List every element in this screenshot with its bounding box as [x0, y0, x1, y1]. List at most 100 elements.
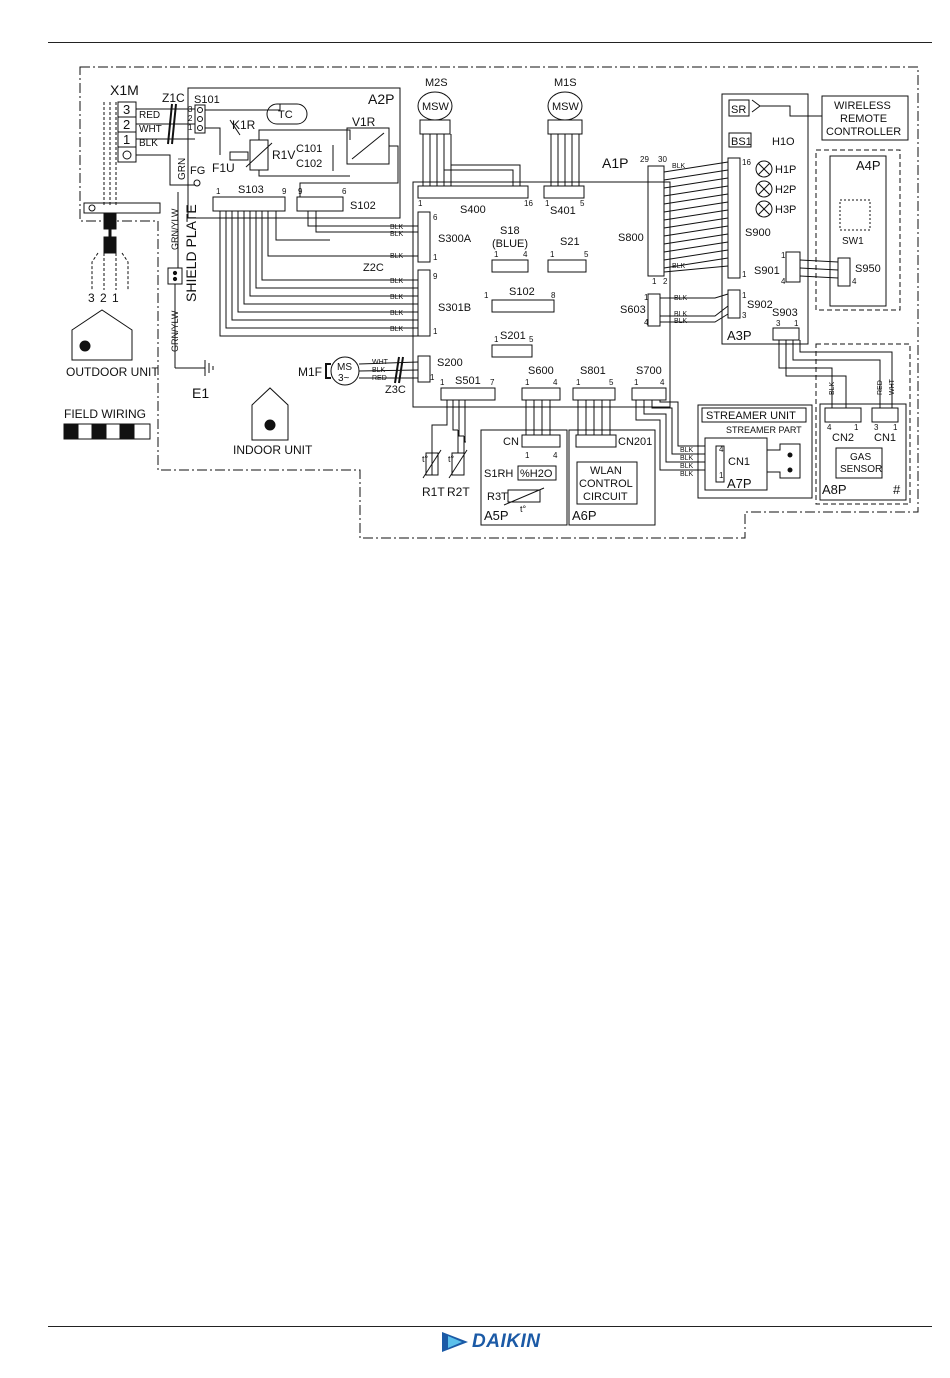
wire-label-blk-a8p: BLK — [829, 381, 836, 395]
s300a-label: S300A — [438, 233, 472, 245]
pin-s801-1: 1 — [576, 378, 581, 387]
wire-label-red-a8p: RED — [877, 380, 884, 395]
h2p-label: H2P — [775, 184, 796, 196]
s103-label: S103 — [238, 184, 264, 196]
pin-s950-4: 4 — [852, 277, 857, 286]
s400-label: S400 — [460, 204, 486, 216]
gas-label-1: GAS — [850, 452, 871, 463]
s301b-label: S301B — [438, 302, 471, 314]
s201-label: S201 — [500, 330, 526, 342]
wire-label-blk-s301b-2: BLK — [390, 294, 404, 301]
outdoor-unit-label: OUTDOOR UNIT — [66, 365, 159, 379]
wire-label-blk-s300a-2: BLK — [390, 231, 404, 238]
pin-s902-3: 3 — [742, 311, 747, 320]
wireless-label-1: WIRELESS — [834, 100, 891, 112]
cn201-label: CN201 — [618, 436, 652, 448]
terminal-label-x1m: X1M — [110, 82, 139, 98]
f1u-label: F1U — [212, 161, 235, 175]
a4p-label: A4P — [856, 158, 881, 173]
streamer-part-label: STREAMER PART — [726, 425, 802, 435]
pin-s103-1: 1 — [216, 187, 221, 196]
m1s-label: M1S — [554, 77, 577, 89]
r2t-temp-label: t° — [448, 454, 455, 464]
indoor-unit-icon — [251, 387, 289, 441]
pin-s101-1: 1 — [188, 123, 193, 132]
pin-cn-1: 1 — [525, 451, 530, 460]
r1t-temp-label: t° — [422, 454, 429, 464]
ms-label: MS — [337, 362, 352, 373]
indoor-unit-label: INDOOR UNIT — [233, 443, 313, 457]
streamer-unit-label: STREAMER UNIT — [706, 410, 796, 422]
pin-s902-1: 1 — [742, 291, 747, 300]
m2s-msw-label: MSW — [422, 101, 450, 113]
pin-s900-16: 16 — [742, 158, 751, 167]
pin-s903-3: 3 — [776, 319, 781, 328]
board-a6p — [568, 429, 656, 526]
pin-s21-5: 5 — [584, 250, 589, 259]
wire-label-blk-s700-2: BLK — [680, 455, 694, 462]
pin-s102-8: 8 — [551, 291, 556, 300]
pin-s400-1: 1 — [418, 199, 423, 208]
sr-label: SR — [731, 104, 746, 116]
pin-cn2-1: 1 — [854, 423, 859, 432]
ms-phase-label: 3~ — [338, 373, 350, 384]
a8p-cn1-label: CN1 — [874, 432, 896, 444]
terminal-pin-3: 3 — [123, 102, 130, 117]
pin-s401-5: 5 — [580, 199, 585, 208]
cn-label: CN — [503, 436, 519, 448]
a1p-label: A1P — [602, 155, 628, 171]
pin-s901-4: 4 — [781, 277, 786, 286]
pin-s400-16: 16 — [524, 199, 533, 208]
a5p-label: A5P — [484, 508, 509, 523]
outdoor-cable-3: 3 — [88, 291, 95, 305]
pin-s903-1: 1 — [794, 319, 799, 328]
a6p-label: A6P — [572, 508, 597, 523]
m2s-label: M2S — [425, 77, 448, 89]
bs1-label: BS1 — [731, 136, 752, 148]
pin-s800-30: 30 — [658, 155, 667, 164]
pin-s901-1: 1 — [781, 251, 786, 260]
pin-s201-1: 1 — [494, 335, 499, 344]
wire-label-blk-s300a-1: BLK — [390, 224, 404, 231]
pin-s102a2p-6: 6 — [342, 187, 347, 196]
brand-name: DAIKIN — [472, 1331, 541, 1352]
s200-label: S200 — [437, 357, 463, 369]
c102-label: C102 — [296, 158, 322, 170]
s1rh-label: S1RH — [484, 468, 513, 480]
r3t-label: R3T — [487, 491, 508, 503]
pin-s301b-9: 9 — [433, 272, 438, 281]
wire-grnylw-label-2: GRN/YLW — [170, 310, 180, 352]
r3t-temp-label: t° — [520, 504, 527, 514]
r1t-label: R1T — [422, 485, 445, 499]
wire-label-wht-m1f: WHT — [372, 359, 389, 366]
pin-s18-4: 4 — [523, 250, 528, 259]
z1c-label: Z1C — [162, 91, 185, 105]
hash-mark: # — [893, 482, 901, 497]
s900-label: S900 — [745, 227, 771, 239]
wireless-label-3: CONTROLLER — [826, 126, 901, 138]
terminal-pin-2: 2 — [123, 117, 130, 132]
pin-s603-4: 4 — [644, 318, 649, 327]
s902-label: S902 — [747, 299, 773, 311]
outdoor-cable-1: 1 — [112, 291, 119, 305]
pin-s800-29: 29 — [640, 155, 649, 164]
wire-blk-label: BLK — [139, 138, 158, 149]
pin-cn-4: 4 — [553, 451, 558, 460]
s700-label: S700 — [636, 365, 662, 377]
pin-s800-1: 1 — [652, 277, 657, 286]
pin-a7p-4: 4 — [719, 445, 724, 454]
outdoor-unit-icon — [71, 309, 133, 361]
pin-s301b-1: 1 — [433, 327, 438, 336]
s18-label: S18 — [500, 225, 520, 237]
pin-a7p-1: 1 — [719, 471, 724, 480]
s18-blue-label: (BLUE) — [492, 238, 528, 250]
r2t-label: R2T — [447, 485, 470, 499]
wire-label-blk-s700-4: BLK — [680, 471, 694, 478]
pin-s101-2: 2 — [188, 114, 193, 123]
sw-label: SW1 — [842, 236, 864, 247]
pin-s300a-1: 1 — [433, 253, 438, 262]
pin-s201-5: 5 — [529, 335, 534, 344]
daikin-logo-icon — [442, 1332, 468, 1352]
wlan-label-1: WLAN — [590, 465, 622, 477]
tc-label: TC — [278, 109, 293, 121]
